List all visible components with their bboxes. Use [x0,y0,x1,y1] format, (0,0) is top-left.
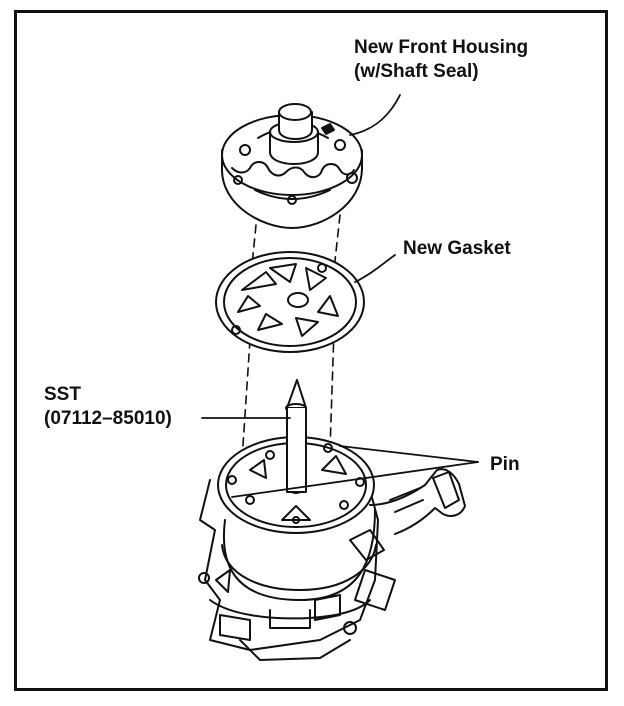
front-housing-label: New Front Housing (w/Shaft Seal) [354,36,528,84]
gasket [215,251,365,353]
sst-label: SST (07112–85010) [44,383,172,431]
pin-leader-2 [231,461,479,498]
sst-label-line2: (07112–85010) [44,408,172,429]
sst-label-line1: SST [44,384,81,405]
compressor-body [198,407,466,661]
leader-lines [201,94,479,498]
gasket-label: New Gasket [403,238,511,259]
front-housing-label-line1: New Front Housing [354,37,529,58]
gasket-leader [354,254,396,283]
front-housing [221,103,363,229]
pin-leader-1 [339,445,479,463]
front-housing-label-line2: (w/Shaft Seal) [354,61,479,82]
front-housing-leader [349,94,401,136]
pin-label: Pin [490,454,520,475]
